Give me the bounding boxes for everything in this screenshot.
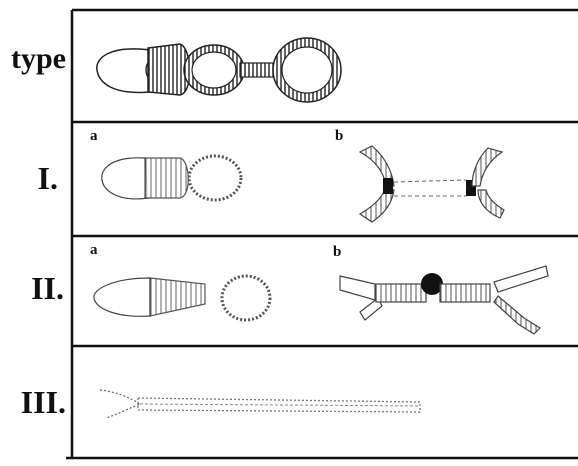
type-tubule-drawing	[97, 38, 341, 102]
row-i-b-drawing	[360, 146, 504, 222]
row-ii-a-drawing	[94, 276, 270, 320]
row-ii-b-drawing	[340, 266, 548, 334]
row-iii-drawing	[100, 390, 420, 418]
row-i-a-drawing	[102, 156, 241, 200]
